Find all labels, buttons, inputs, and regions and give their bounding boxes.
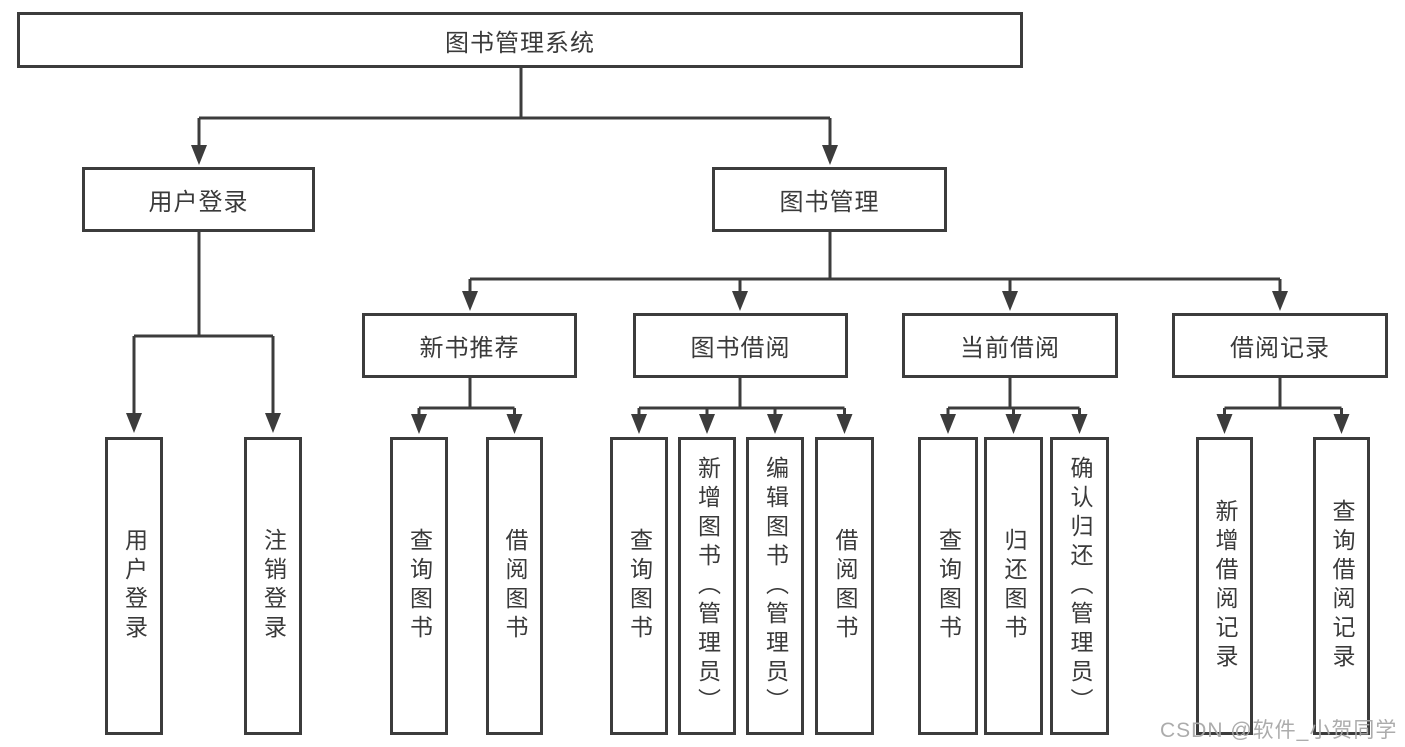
leaf-borrowing-add-books-admin: 新增图书（管理员） (678, 437, 736, 735)
node-label: 用户登录 (121, 528, 148, 644)
node-label: 编辑图书（管理员） (762, 455, 789, 717)
leaf-records-query-record: 查询借阅记录 (1313, 437, 1370, 735)
node-label: 当前借阅 (960, 335, 1060, 362)
node-label: 图书借阅 (690, 335, 791, 362)
node-label: 借阅记录 (1230, 335, 1330, 362)
node-label: 借阅图书 (502, 528, 528, 644)
node-label: 新增借阅记录 (1212, 499, 1238, 673)
node-label: 归还图书 (1001, 528, 1027, 644)
leaf-newbook-borrow-books: 借阅图书 (486, 437, 543, 735)
node-label: 用户登录 (148, 189, 249, 216)
leaf-borrowing-borrow-books: 借阅图书 (815, 437, 874, 735)
leaf-borrowing-edit-books-admin: 编辑图书（管理员） (746, 437, 804, 735)
csdn-watermark: CSDN @软件_小贺同学 (1160, 719, 1398, 742)
node-label: 图书管理系统 (445, 29, 595, 57)
node-label: 新书推荐 (419, 335, 520, 362)
leaf-newbook-query-books: 查询图书 (390, 437, 448, 735)
leaf-current-query-books: 查询图书 (918, 437, 978, 735)
node-new-book-recommend: 新书推荐 (362, 313, 577, 378)
node-label: 查询图书 (935, 528, 962, 644)
node-book-management: 图书管理 (712, 167, 947, 232)
leaf-user-login: 用户登录 (105, 437, 163, 735)
leaf-logout: 注销登录 (244, 437, 302, 735)
node-book-borrowing: 图书借阅 (633, 313, 848, 378)
node-label: 图书管理 (779, 189, 880, 216)
node-label: 新增图书（管理员） (694, 455, 721, 717)
node-label: 查询借阅记录 (1329, 499, 1355, 673)
node-label: 确认归还（管理员） (1067, 455, 1093, 717)
leaf-borrowing-query-books: 查询图书 (610, 437, 668, 735)
node-current-borrowing: 当前借阅 (902, 313, 1118, 378)
node-user-login: 用户登录 (82, 167, 315, 232)
node-label: 借阅图书 (832, 528, 858, 644)
leaf-current-return-books: 归还图书 (984, 437, 1043, 735)
leaf-current-confirm-return-admin: 确认归还（管理员） (1050, 437, 1109, 735)
node-root-system: 图书管理系统 (17, 12, 1023, 68)
node-label: 注销登录 (260, 528, 287, 644)
node-label: 查询图书 (626, 528, 653, 644)
leaf-records-add-record: 新增借阅记录 (1196, 437, 1253, 735)
node-borrow-records: 借阅记录 (1172, 313, 1388, 378)
node-label: 查询图书 (406, 528, 433, 644)
